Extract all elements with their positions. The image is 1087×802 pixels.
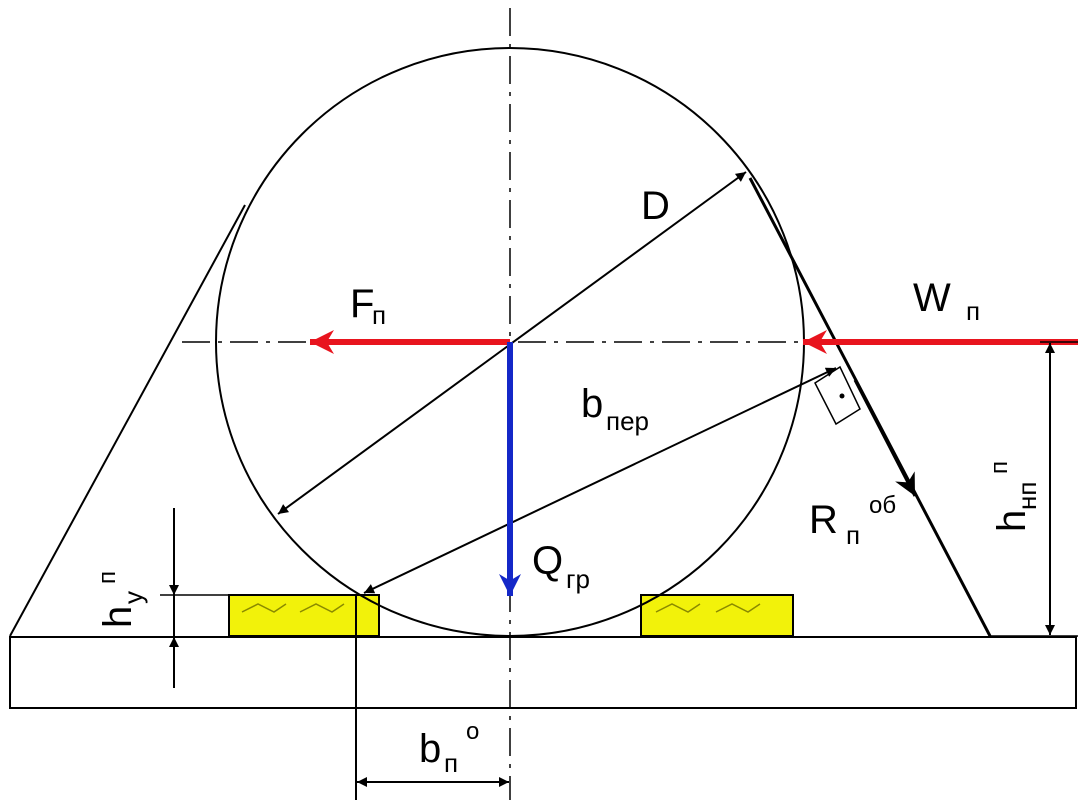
left-wedge [228, 594, 380, 637]
diameter-label: D [641, 184, 670, 228]
base-platform [9, 636, 1077, 709]
cross-width-dimension [363, 367, 837, 594]
right-angle-dot [839, 393, 845, 399]
right-wedge [640, 594, 794, 637]
left-rope [9, 204, 246, 637]
right-angle-marker [814, 365, 861, 426]
reaction-arrow [853, 379, 917, 497]
